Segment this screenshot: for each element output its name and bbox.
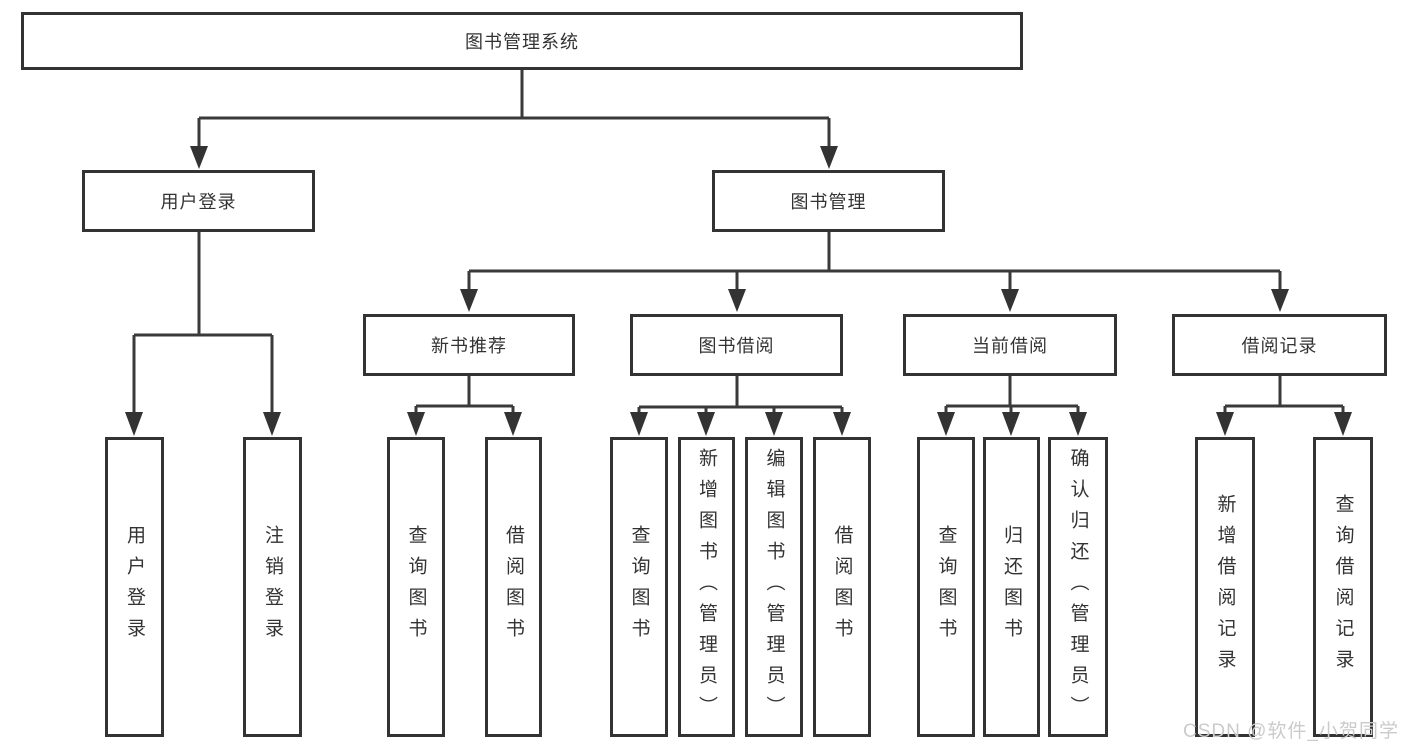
arrow-icon (1002, 412, 1020, 436)
node-label: 查询借阅记录 (1332, 494, 1354, 680)
node-label: 确认归还（管理员） (1067, 447, 1089, 727)
leaf-query-book-current: 查询图书 (917, 437, 975, 737)
arrow-icon (263, 412, 281, 436)
node-label: 图书管理 (790, 192, 867, 212)
node-book-management: 图书管理 (712, 170, 945, 232)
node-current-borrow: 当前借阅 (903, 314, 1117, 376)
node-label: 借阅图书 (831, 525, 853, 649)
arrow-icon (697, 412, 715, 436)
arrow-icon (1001, 289, 1019, 312)
leaf-user-login: 用户登录 (105, 437, 164, 737)
node-label: 借阅图书 (503, 525, 524, 649)
node-borrow-records: 借阅记录 (1172, 314, 1387, 376)
node-label: 当前借阅 (972, 336, 1048, 356)
leaf-borrow-book-recommend: 借阅图书 (485, 437, 542, 737)
leaf-query-book-recommend: 查询图书 (387, 437, 445, 737)
leaf-borrow-book: 借阅图书 (813, 437, 871, 737)
arrow-icon (1216, 412, 1234, 436)
node-label: 归还图书 (1001, 525, 1022, 649)
arrow-icon (504, 412, 522, 436)
leaf-edit-book-admin: 编辑图书（管理员） (745, 437, 803, 737)
arrow-icon (728, 289, 746, 312)
arrow-icon (1069, 412, 1087, 436)
leaf-add-book-admin: 新增图书（管理员） (678, 437, 735, 737)
node-new-book-recommend: 新书推荐 (363, 314, 575, 376)
arrow-icon (190, 146, 208, 169)
node-label: 新增借阅记录 (1214, 494, 1236, 680)
arrow-icon (460, 289, 478, 312)
leaf-logout: 注销登录 (243, 437, 302, 737)
arrow-icon (1271, 289, 1289, 312)
arrow-icon (937, 412, 955, 436)
node-label: 用户登录 (160, 192, 237, 212)
node-label: 借阅记录 (1241, 336, 1318, 356)
leaf-query-book-borrow: 查询图书 (610, 437, 668, 737)
arrow-icon (1334, 412, 1352, 436)
node-label: 新书推荐 (431, 336, 507, 356)
node-user-login-branch: 用户登录 (82, 170, 315, 232)
arrow-icon (833, 412, 851, 436)
leaf-return-book: 归还图书 (983, 437, 1040, 737)
node-label: 查询图书 (628, 525, 650, 649)
node-label: 注销登录 (262, 525, 283, 649)
leaf-add-borrow-record: 新增借阅记录 (1195, 437, 1255, 737)
node-label: 图书借阅 (698, 336, 775, 356)
leaf-confirm-return-admin: 确认归还（管理员） (1048, 437, 1108, 737)
arrow-icon (765, 412, 783, 436)
node-library-system: 图书管理系统 (21, 12, 1023, 70)
node-label: 图书管理系统 (465, 32, 579, 52)
node-label: 新增图书（管理员） (696, 447, 717, 727)
arrow-icon (820, 146, 838, 169)
node-label: 用户登录 (124, 525, 145, 649)
csdn-watermark: CSDN @软件_小贺同学 (1183, 721, 1399, 742)
node-label: 编辑图书（管理员） (763, 447, 785, 727)
arrow-icon (630, 412, 648, 436)
arrow-icon (125, 412, 143, 436)
node-book-borrow: 图书借阅 (630, 314, 843, 376)
node-label: 查询图书 (405, 525, 427, 649)
arrow-icon (407, 412, 425, 436)
node-label: 查询图书 (935, 525, 957, 649)
leaf-query-borrow-record: 查询借阅记录 (1313, 437, 1373, 737)
